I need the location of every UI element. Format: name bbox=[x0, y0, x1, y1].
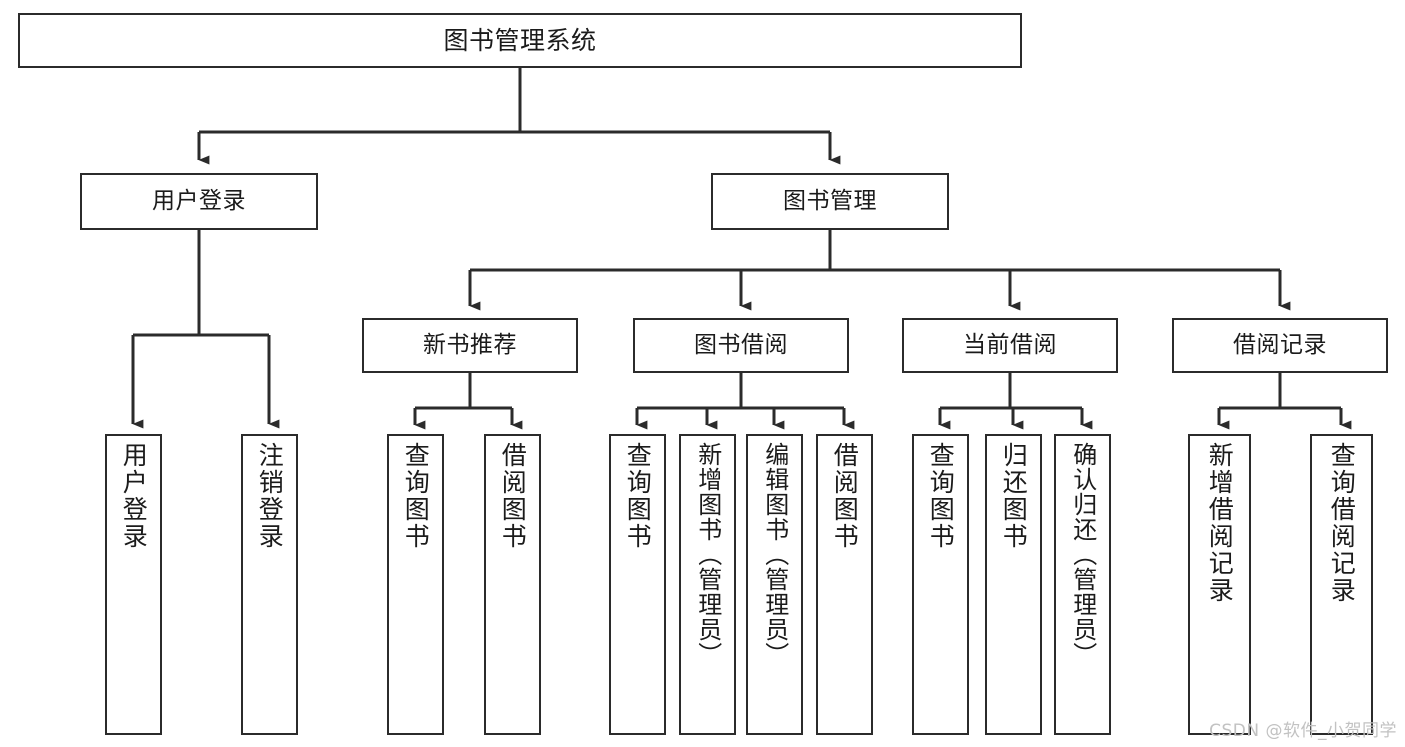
node-book-borrow[interactable]: 图书借阅 bbox=[633, 318, 849, 373]
node-current-borrow[interactable]: 当前借阅 bbox=[902, 318, 1118, 373]
node-leaf-query-book-current-label: 查询图书 bbox=[926, 442, 956, 550]
node-leaf-query-book-borrow-label: 查询图书 bbox=[623, 442, 653, 550]
node-current-borrow-label: 当前借阅 bbox=[963, 331, 1057, 358]
node-new-book-recommend-label: 新书推荐 bbox=[423, 331, 517, 358]
node-user-login-label: 用户登录 bbox=[152, 187, 246, 214]
node-leaf-query-book-rec[interactable]: 查询图书 bbox=[387, 434, 444, 735]
node-book-borrow-label: 图书借阅 bbox=[694, 331, 788, 358]
node-leaf-user-login[interactable]: 用户登录 bbox=[105, 434, 162, 735]
node-root-label: 图书管理系统 bbox=[443, 25, 597, 55]
node-new-book-recommend[interactable]: 新书推荐 bbox=[362, 318, 578, 373]
node-leaf-add-book-label: 新增图书（管理员） bbox=[693, 442, 722, 667]
node-leaf-return-book-label: 归还图书 bbox=[999, 442, 1029, 550]
node-leaf-user-login-label: 用户登录 bbox=[119, 442, 149, 550]
node-leaf-query-book-current[interactable]: 查询图书 bbox=[912, 434, 969, 735]
node-leaf-edit-book[interactable]: 编辑图书（管理员） bbox=[746, 434, 803, 735]
node-leaf-query-record-label: 查询借阅记录 bbox=[1327, 442, 1357, 604]
node-leaf-borrow-book[interactable]: 借阅图书 bbox=[816, 434, 873, 735]
node-leaf-borrow-book-rec[interactable]: 借阅图书 bbox=[484, 434, 541, 735]
node-leaf-add-book[interactable]: 新增图书（管理员） bbox=[679, 434, 736, 735]
node-leaf-query-record[interactable]: 查询借阅记录 bbox=[1310, 434, 1373, 735]
node-leaf-borrow-book-label: 借阅图书 bbox=[830, 442, 860, 550]
node-leaf-add-record[interactable]: 新增借阅记录 bbox=[1188, 434, 1251, 735]
node-leaf-logout[interactable]: 注销登录 bbox=[241, 434, 298, 735]
node-leaf-borrow-book-rec-label: 借阅图书 bbox=[498, 442, 528, 550]
node-book-management-label: 图书管理 bbox=[783, 187, 877, 214]
node-leaf-logout-label: 注销登录 bbox=[255, 442, 285, 550]
node-leaf-query-book-borrow[interactable]: 查询图书 bbox=[609, 434, 666, 735]
node-root[interactable]: 图书管理系统 bbox=[18, 13, 1022, 68]
node-leaf-edit-book-label: 编辑图书（管理员） bbox=[760, 442, 789, 667]
node-leaf-query-book-rec-label: 查询图书 bbox=[401, 442, 431, 550]
node-leaf-confirm-return[interactable]: 确认归还（管理员） bbox=[1054, 434, 1111, 735]
node-borrow-records[interactable]: 借阅记录 bbox=[1172, 318, 1388, 373]
node-borrow-records-label: 借阅记录 bbox=[1233, 331, 1327, 358]
node-leaf-add-record-label: 新增借阅记录 bbox=[1205, 442, 1235, 604]
watermark-text: CSDN @软件_小贺同学 bbox=[1209, 721, 1397, 741]
node-user-login[interactable]: 用户登录 bbox=[80, 173, 318, 230]
node-leaf-return-book[interactable]: 归还图书 bbox=[985, 434, 1042, 735]
node-book-management[interactable]: 图书管理 bbox=[711, 173, 949, 230]
node-leaf-confirm-return-label: 确认归还（管理员） bbox=[1068, 442, 1097, 667]
